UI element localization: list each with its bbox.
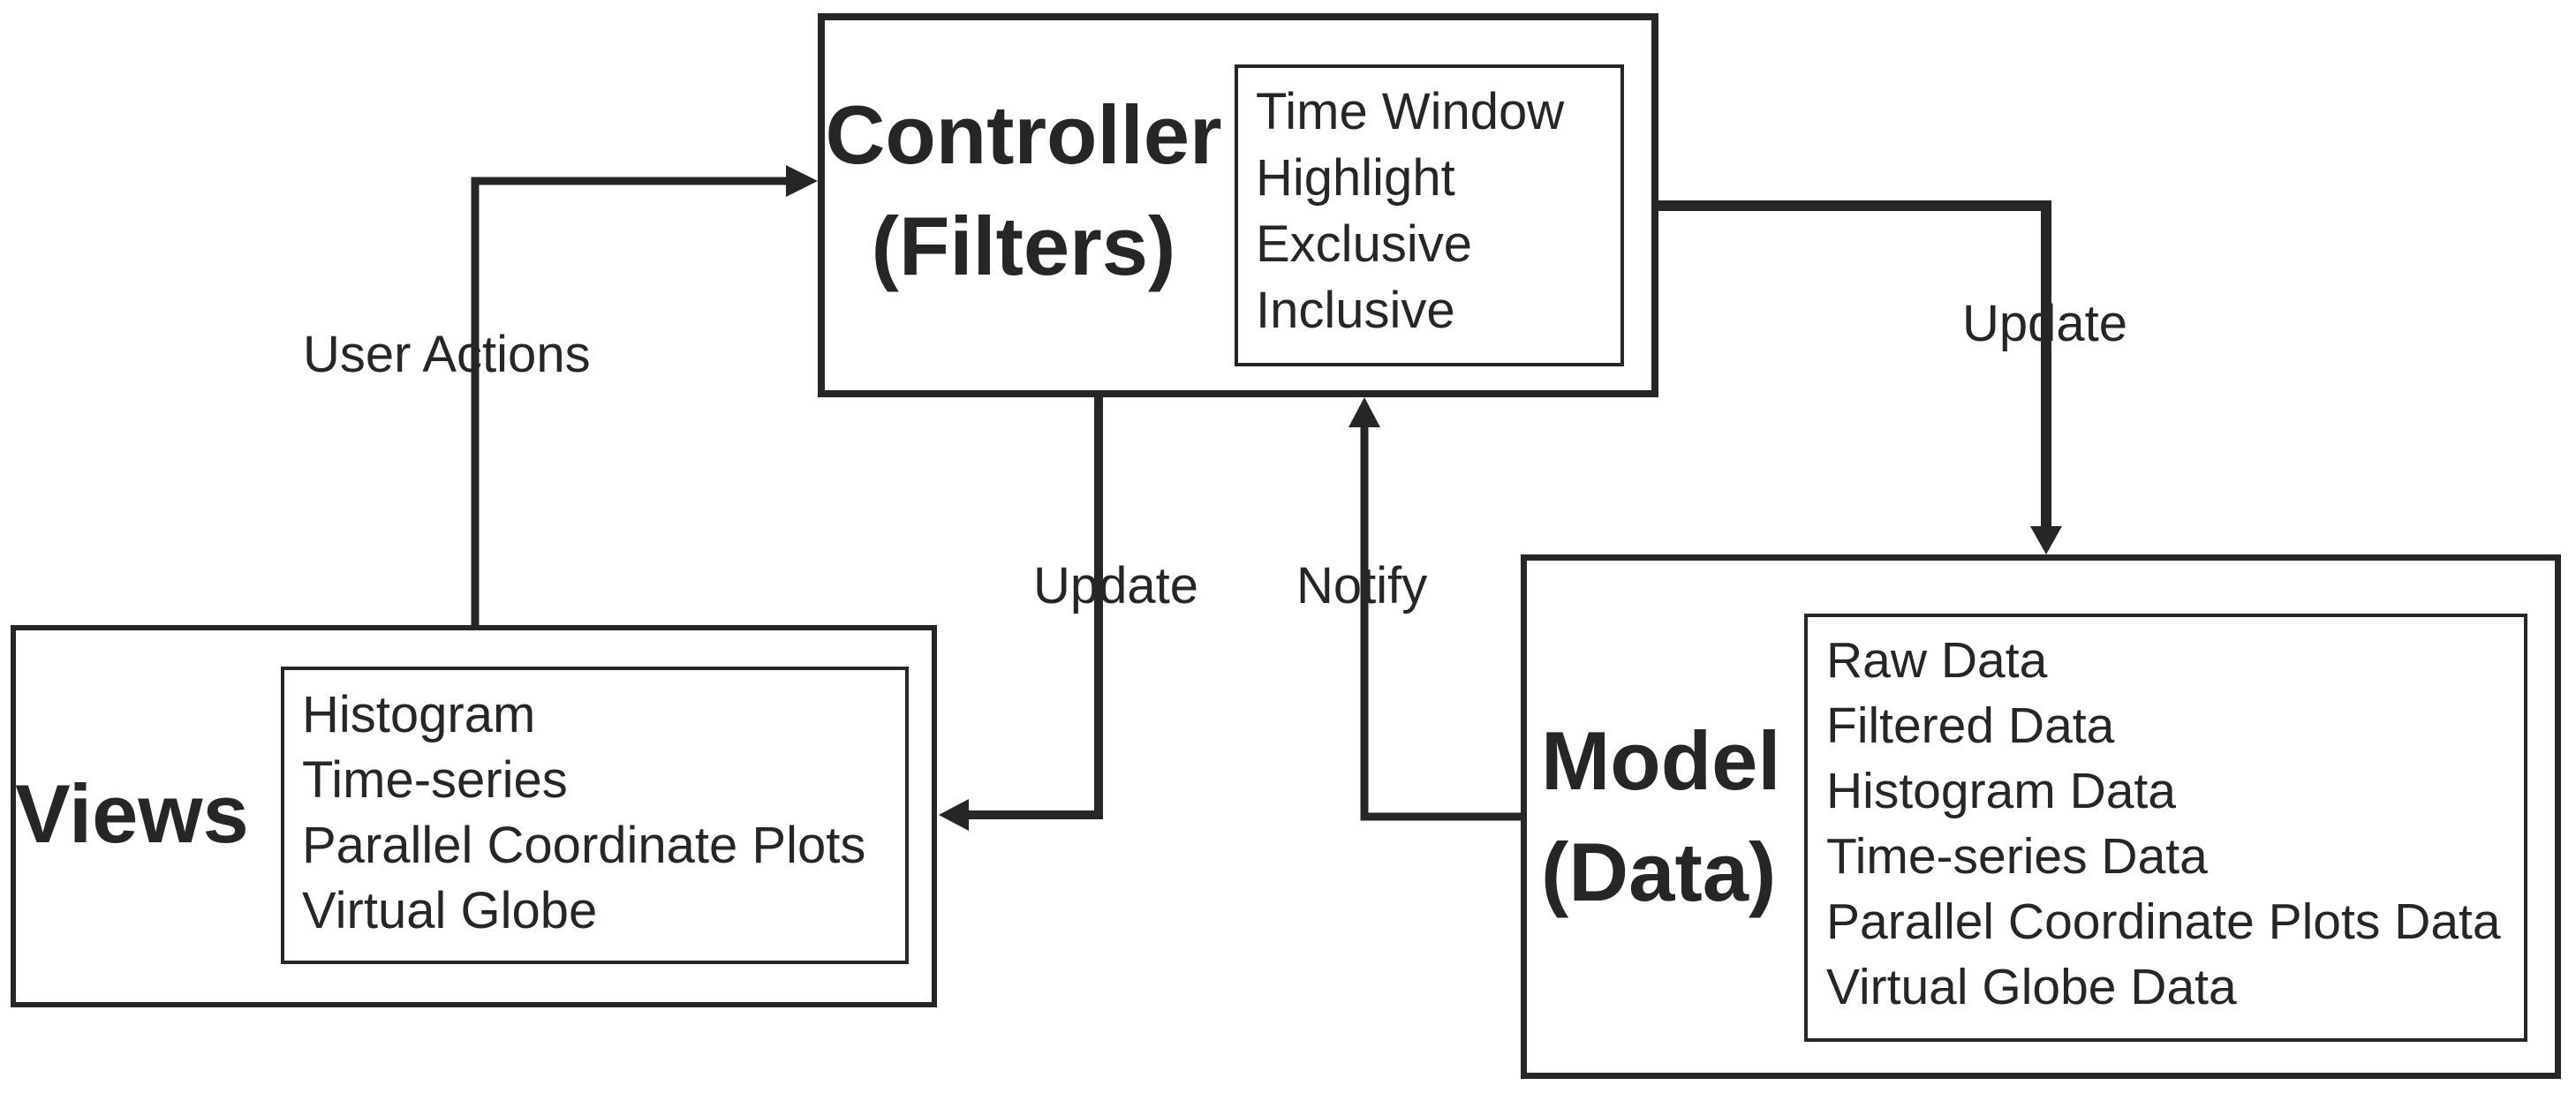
notify-label: Notify [1296, 557, 1428, 614]
view-item: Virtual Globe [302, 882, 598, 939]
update-model-arrowhead [2030, 526, 2062, 554]
views-list: Histogram Time-series Parallel Coordinat… [281, 667, 909, 964]
model-data-item: Histogram Data [1826, 763, 2176, 819]
update-model-label: Update [1962, 295, 2128, 352]
model-title-line2: (Data) [1541, 825, 1777, 918]
model-title-line1: Model [1541, 714, 1781, 807]
update-model-arrow [1655, 200, 2062, 554]
controller-filters-list: Time Window Highlight Exclusive Inclusiv… [1235, 64, 1624, 366]
model-title: Model (Data) [1541, 705, 1781, 928]
controller-title-line1: Controller [825, 88, 1222, 181]
user-actions-arrowhead [786, 165, 818, 197]
filter-item: Exclusive [1256, 215, 1472, 273]
filter-item: Highlight [1256, 149, 1455, 207]
controller-title: Controller (Filters) [820, 79, 1228, 302]
model-data-item: Virtual Globe Data [1826, 959, 2237, 1015]
model-data-item: Raw Data [1826, 632, 2048, 689]
model-data-item: Parallel Coordinate Plots Data [1826, 893, 2501, 950]
model-data-list: Raw Data Filtered Data Histogram Data Ti… [1804, 614, 2527, 1042]
views-title: Views [15, 758, 249, 870]
filter-item: Inclusive [1256, 282, 1455, 339]
view-item: Time-series [302, 751, 568, 809]
controller-title-line2: (Filters) [871, 200, 1176, 292]
user-actions-label: User Actions [303, 326, 591, 383]
update-views-label: Update [1033, 557, 1199, 614]
views-title-line1: Views [15, 767, 249, 860]
user-actions-arrow [471, 165, 818, 629]
model-data-item: Filtered Data [1826, 697, 2115, 754]
view-item: Parallel Coordinate Plots [302, 817, 866, 874]
update-views-arrowhead [939, 799, 969, 831]
filter-item: Time Window [1256, 83, 1565, 140]
notify-arrowhead [1348, 397, 1380, 427]
model-data-item: Time-series Data [1826, 828, 2208, 885]
view-item: Histogram [302, 686, 536, 743]
